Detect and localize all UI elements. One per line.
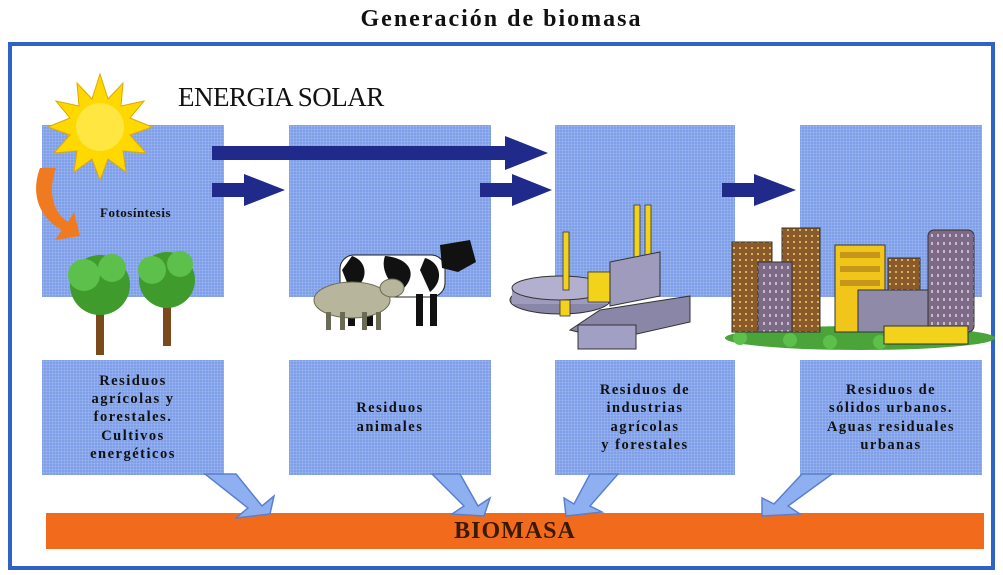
factory-icon <box>509 204 691 350</box>
solar-energy-arrow-icon <box>212 136 548 170</box>
label-animal-waste: Residuos animales <box>289 360 491 475</box>
sun-icon <box>46 72 154 182</box>
trees-icon <box>68 251 195 355</box>
arrow-down-icon <box>761 473 835 517</box>
sheep-icon <box>313 278 405 330</box>
arrow-down-icon <box>202 473 276 520</box>
label-industrial-waste: Residuos de industrias agrícolas y fores… <box>555 360 735 475</box>
arrow-down-icon <box>430 473 492 517</box>
diagram-title: Generación de biomasa <box>360 6 643 32</box>
arrow-icon <box>480 174 552 206</box>
energy-solar-label: ENERGIA SOLAR <box>178 82 384 112</box>
label-agricultural-forestry: Residuos agrícolas y forestales. Cultivo… <box>42 360 224 475</box>
arrow-icon <box>212 174 285 206</box>
biomass-label: BIOMASA <box>454 517 576 544</box>
city-buildings-icon <box>725 227 995 350</box>
arrow-icon <box>722 174 796 206</box>
arrow-down-icon <box>563 473 620 517</box>
label-urban-waste: Residuos de sólidos urbanos. Aguas resid… <box>800 360 982 475</box>
biomass-bar: BIOMASA <box>46 513 984 549</box>
photosynthesis-label: Fotosíntesis <box>100 205 171 220</box>
photosynthesis-arrow-icon <box>36 168 80 240</box>
